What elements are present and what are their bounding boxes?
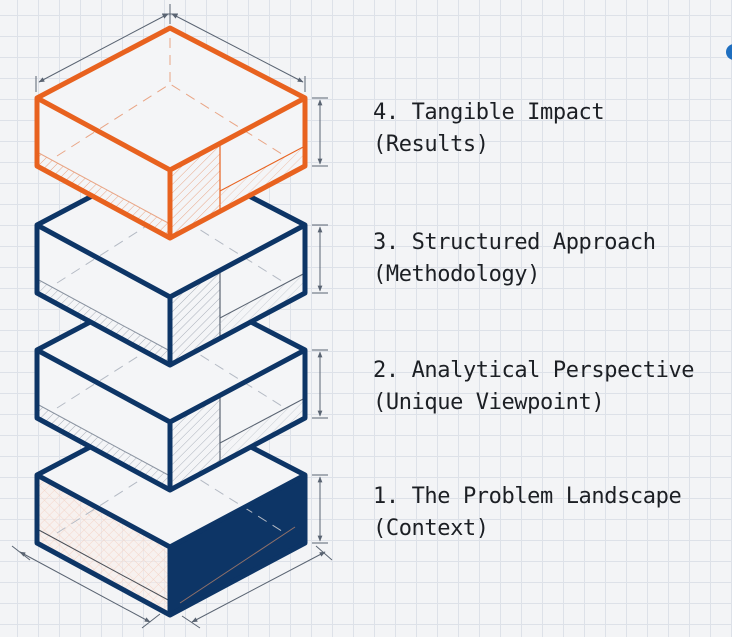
status-dot [726, 44, 732, 60]
block-layer-4 [34, 4, 328, 241]
hatched-corner [220, 398, 305, 463]
hatched-strip [37, 152, 170, 238]
corner-edge [219, 272, 306, 319]
dimension-ticks [312, 349, 328, 419]
dimension-ticks [35, 4, 306, 92]
hatched-panel [170, 143, 220, 238]
depth-dimension [171, 13, 304, 83]
layer-label-1: 1. The Problem Landscape (Context) [373, 484, 682, 541]
strip-edge [36, 278, 171, 352]
corner-edge [219, 145, 306, 192]
hatched-panel [170, 270, 220, 365]
layer-label-4: 4. Tangible Impact (Results) [373, 100, 605, 157]
block-outline [34, 25, 308, 241]
layer-label-2: 2. Analytical Perspective (Unique Viewpo… [373, 358, 695, 415]
hatched-corner [220, 146, 305, 211]
left-face [37, 225, 170, 365]
left-face [37, 350, 170, 490]
dimension-ticks [312, 224, 328, 294]
block-outline [34, 402, 308, 618]
hatched-strip [37, 279, 170, 365]
layer-label-3: 3. Structured Approach (Methodology) [373, 230, 656, 287]
strip-edge [36, 403, 171, 477]
left-face [37, 98, 170, 238]
hatched-strip [37, 404, 170, 490]
block-outline [34, 277, 308, 493]
dimension-ticks [312, 97, 328, 167]
hatched-panel [170, 395, 220, 490]
depth-dimension [191, 551, 326, 623]
corner-edge [219, 397, 306, 444]
width-dimension [38, 13, 169, 83]
hatched-corner [220, 273, 305, 338]
dimension-ticks [312, 474, 328, 544]
width-dimension [19, 551, 151, 623]
block-outline [34, 152, 308, 368]
strip-edge [36, 151, 171, 225]
hidden-edges [56, 38, 286, 157]
dimension-ticks [11, 545, 333, 629]
